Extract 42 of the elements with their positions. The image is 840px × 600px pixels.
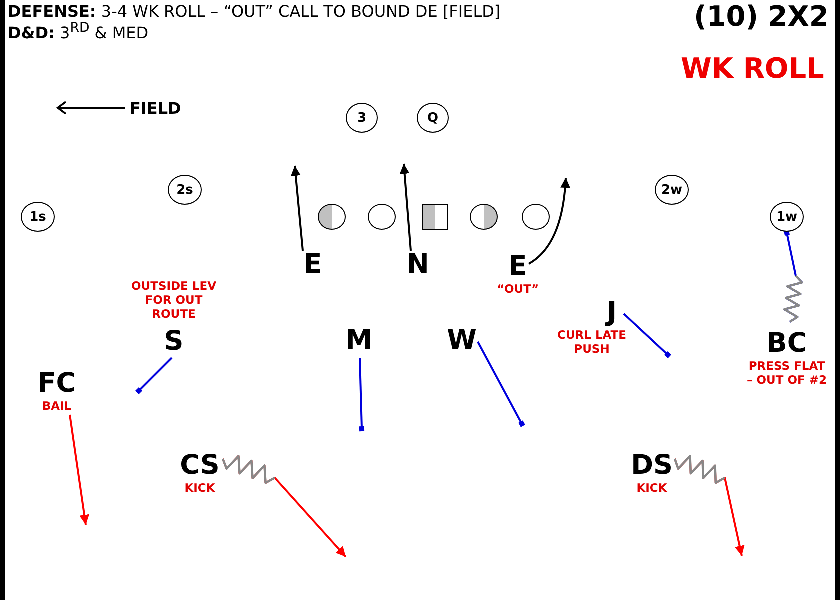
defender-letter: FC [38,369,76,399]
defender-letter: N [406,250,430,280]
player-circle: 1s [21,202,55,232]
route-line [135,357,173,395]
assignment-note: PRESS FLAT – OUT OF #2 [747,359,827,387]
assignment-note: BAIL [42,399,72,413]
player-circle: 3 [346,103,378,133]
defender-letter: S [164,327,184,357]
assignment-note: KICK [184,481,216,495]
lineman-oval [522,204,550,230]
lineman-oval [470,204,498,230]
lineman-oval [318,204,346,230]
lineman-oval [368,204,396,230]
route-line [359,358,365,432]
route-arrow [528,178,570,265]
assignment-note: KICK [636,481,668,495]
route-line [477,342,526,428]
defender-letter: E [508,252,528,282]
route-line [623,313,672,359]
defender-letter: DS [631,451,673,481]
header-text: (10) 2X2 [694,0,829,33]
player-circle: Q [417,103,449,133]
header-text: D&D: 3$^{RD}$ & MED [8,21,149,42]
defender-letter: W [447,326,477,356]
defender-letter: J [606,298,618,328]
route-arrow [290,166,304,252]
direction-label: FIELD [130,99,182,118]
coverage-title: WK ROLL [681,52,824,85]
player-circle: 2w [655,175,689,205]
defender-letter: E [304,250,322,280]
defender-letter: BC [766,329,808,359]
assignment-note: “OUT” [496,282,540,296]
route-arrow [400,164,412,252]
assignment-note: OUTSIDE LEV FOR OUT ROUTE [131,279,217,321]
defender-letter: CS [180,451,220,481]
defender-letter: M [346,326,372,356]
route-arrow [69,414,90,526]
header-text: DEFENSE: 3-4 WK ROLL – “OUT” CALL TO BOUND DE [FIELD] [8,2,501,21]
assignment-note: CURL LATE PUSH [556,328,628,356]
player-circle: 1w [770,202,804,232]
center-square [422,204,448,230]
player-circle: 2s [168,175,202,205]
